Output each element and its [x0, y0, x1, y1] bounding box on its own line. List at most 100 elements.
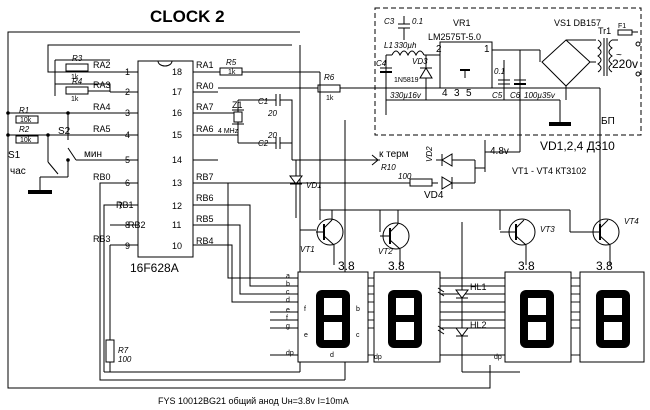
display-voltage: 3.8	[596, 259, 613, 273]
transistor-vt4-name: VT4	[624, 217, 639, 226]
mcu-pin-label: RA0	[196, 81, 214, 91]
mcu-16f628a: RA2 RA3 RA4 RA5 RB0 RB1 RB2 RB3 1 2 3 4 …	[93, 60, 218, 275]
mcu-pin-label: RB4	[196, 236, 214, 246]
regulator-vr1	[439, 41, 493, 89]
led-hl2	[455, 327, 469, 337]
display-digit-4: 3.8	[571, 259, 645, 363]
diode-vd3-value: 1N5819	[394, 77, 419, 84]
capacitor-c1-value: 20	[267, 109, 277, 118]
mcu-pin-label: RA4	[93, 102, 111, 112]
mcu-pin-number: 8	[125, 220, 130, 230]
inductor-l1	[391, 50, 425, 57]
regulator-pin: 1	[484, 44, 490, 55]
note-vt-types: VT1 - VT4 КТ3102	[512, 166, 586, 176]
transistor-vt3-name: VT3	[540, 225, 555, 234]
schematic-title: CLOCK 2	[150, 7, 225, 26]
mcu-pin-label: RB1	[116, 200, 134, 210]
regulator-vr1-name: VR1	[453, 18, 471, 28]
mcu-pin-label: RB0	[93, 172, 111, 182]
led-hl1	[455, 289, 469, 299]
mcu-pin-label: RB5	[196, 214, 214, 224]
mcu-pin-label: RA3	[93, 80, 111, 90]
inductor-l1-value: 330µh	[394, 41, 417, 50]
display-voltage: 3.8	[388, 259, 405, 273]
segment-label: g	[286, 323, 290, 330]
crystal-z1	[233, 111, 243, 123]
transistor-vt1: VT1	[300, 210, 344, 265]
capacitor-c6-name: C6	[510, 91, 521, 100]
mcu-pin-number: 18	[172, 67, 182, 77]
resistor-r4-name: R4	[72, 77, 83, 86]
mcu-pin-number: 13	[172, 178, 182, 188]
resistor-r3-value: 1k	[71, 74, 79, 81]
segment-label: dp	[286, 350, 294, 357]
mcu-pin-number: 12	[172, 201, 182, 211]
regulator-pin: 3	[454, 88, 460, 99]
mcu-pin-label: RA2	[93, 60, 111, 70]
display-voltage: 3.8	[338, 259, 355, 273]
resistor-r7	[105, 339, 115, 363]
mcu-pin-number: 4	[125, 130, 130, 140]
resistor-r2-value: 10k	[20, 137, 32, 144]
crystal-frequency: 4 MHz	[218, 128, 239, 135]
svg-text:dp: dp	[494, 354, 502, 361]
svg-text:b: b	[356, 306, 360, 313]
fuse-f1	[617, 29, 633, 36]
transformer-name: Tr1	[598, 26, 611, 36]
display-voltage: 3.8	[518, 259, 535, 273]
regulator-pin: 5	[466, 88, 472, 99]
resistor-r6	[317, 84, 341, 93]
capacitor-c2-name: C2	[258, 139, 269, 148]
transistor-vt4: VT4	[570, 217, 639, 265]
resistor-r5-name: R5	[226, 58, 237, 67]
resistor-r4-value: 1k	[71, 96, 79, 103]
resistor-r6-name: R6	[324, 73, 335, 82]
bridge-name: VS1 DB157	[554, 18, 601, 28]
diode-vd1-name: VD1	[306, 181, 322, 190]
svg-text:d: d	[330, 352, 334, 359]
resistor-r4	[65, 86, 89, 95]
mcu-pin-number: 1	[125, 67, 130, 77]
mcu-pin-label: RA1	[196, 60, 214, 70]
led-hl2-name: HL2	[470, 320, 487, 330]
mcu-pin-label: RB2	[128, 220, 146, 230]
mcu-pin-number: 17	[172, 87, 182, 97]
svg-text:c: c	[356, 332, 360, 339]
mcu-pin-number: 6	[125, 178, 130, 188]
mcu-pin-number: 3	[125, 108, 130, 118]
switch-s2-name: S2	[58, 126, 71, 137]
svg-text:dp: dp	[374, 354, 382, 361]
mains-tilde: ~	[616, 50, 622, 61]
segment-label: d	[286, 297, 290, 304]
mcu-pin-number: 15	[172, 130, 182, 140]
right-wiring: R5 1k R6 1k к терм VD1 R10 100 VD4	[218, 45, 601, 380]
capacitor-c1-name: C1	[258, 97, 268, 106]
left-wiring: R3 1k R4 1k R1 10k R2 10k S2 мин S1	[6, 31, 491, 389]
segment-label: a	[286, 273, 290, 280]
diode-vd4	[441, 176, 453, 190]
switch-s1-caption: час	[10, 166, 26, 177]
mcu-pin-label: RB7	[196, 172, 214, 182]
mcu-pin-label: RA6	[196, 124, 214, 134]
diode-vd3-name: VD3	[412, 57, 428, 66]
mcu-pin-number: 2	[125, 87, 130, 97]
transistor-vt2: VT2	[378, 210, 410, 265]
switch-s2	[67, 147, 77, 161]
capacitor-c3-name: C3	[384, 17, 395, 26]
led-hl1-name: HL1	[470, 282, 487, 292]
resistor-r3-name: R3	[72, 54, 83, 63]
resistor-r5-value: 1k	[228, 69, 236, 76]
mcu-pin-label: RA5	[93, 124, 111, 134]
resistor-r6-value: 1k	[326, 95, 334, 102]
regulator-vr1-part: LM2575T-5.0	[428, 32, 481, 42]
mcu-pin-number: 11	[172, 220, 181, 230]
capacitor-c6-value: 100µ35v	[524, 91, 556, 100]
mcu-pin-number: 16	[172, 108, 182, 118]
transistor-vt3: VT3	[500, 218, 555, 265]
ground-psu	[549, 122, 571, 126]
oscillator: Z1 4 MHz C1 20 C2 20	[218, 94, 293, 160]
display-digit-3: 3.8 dp	[494, 259, 572, 363]
transistor-vt2-name: VT2	[378, 247, 393, 256]
resistor-r3	[65, 63, 89, 72]
